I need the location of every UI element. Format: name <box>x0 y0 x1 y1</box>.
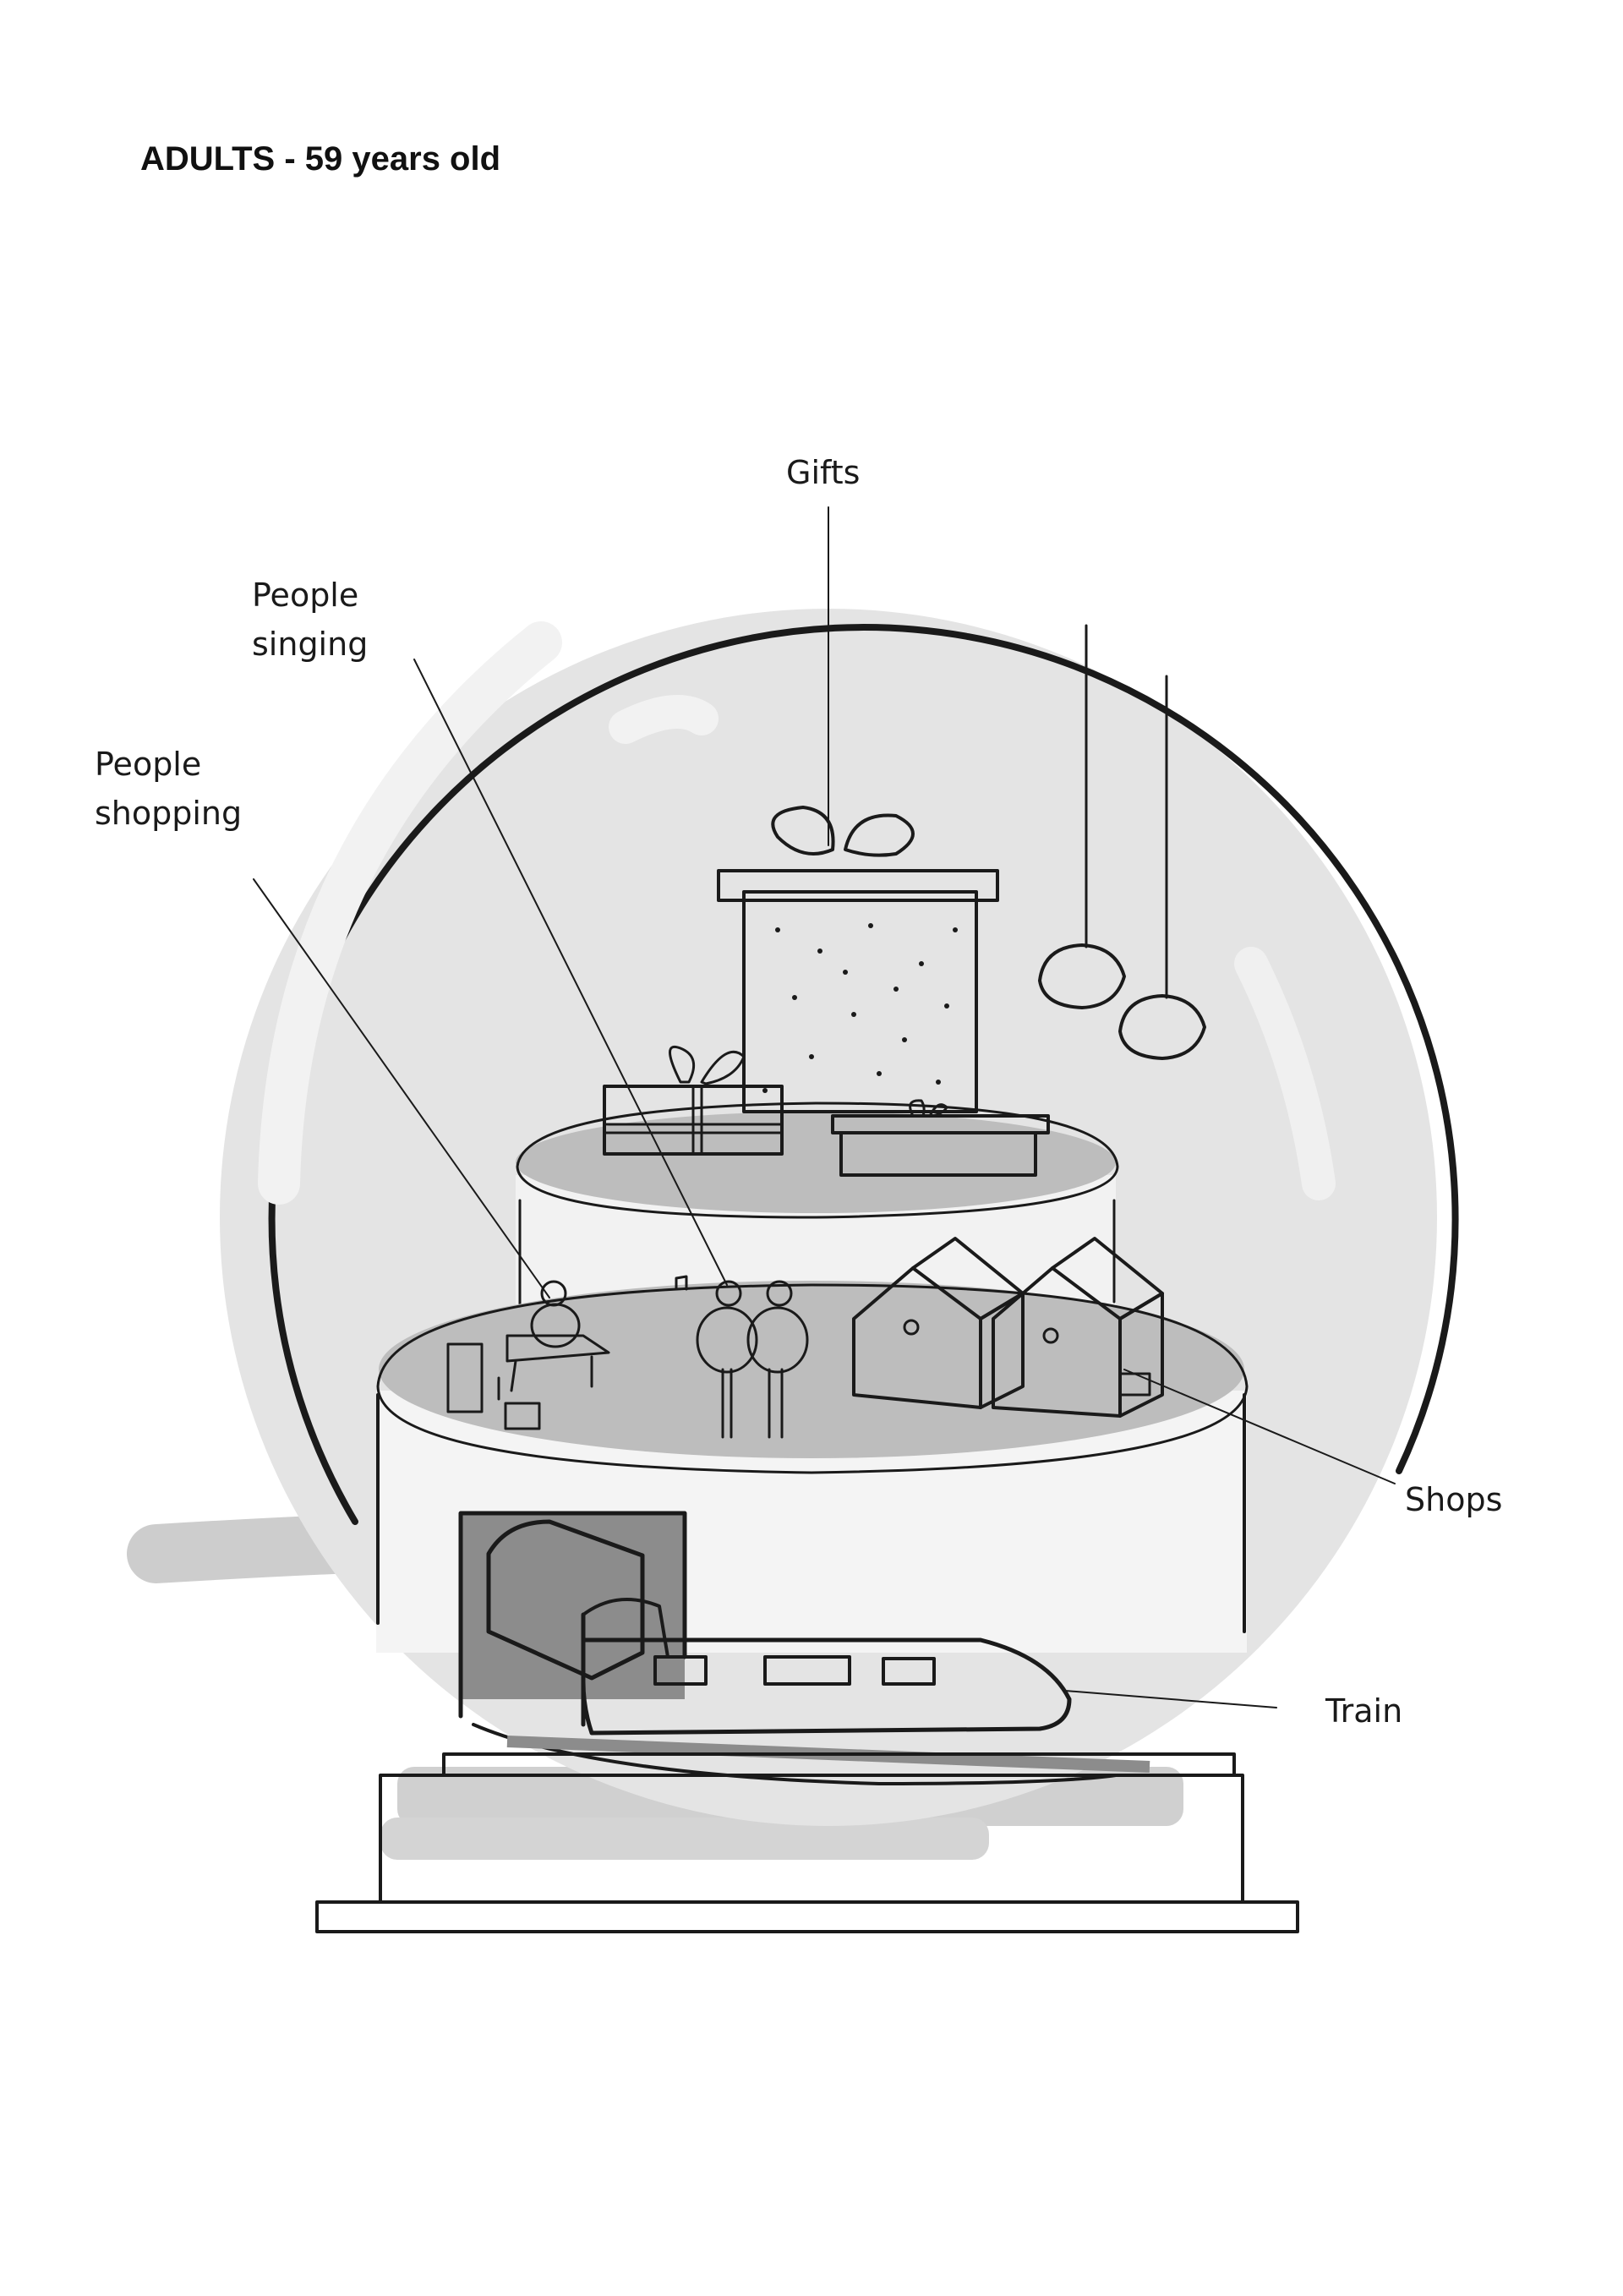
globe-pedestal <box>315 1752 1299 1933</box>
callout-leader-lines <box>253 506 1396 1708</box>
striped-gift <box>603 1046 784 1156</box>
people-shopping-label: People shopping <box>95 740 242 838</box>
flat-gift <box>831 1099 1050 1177</box>
people-singing-label: People singing <box>252 571 368 669</box>
gifts-label: Gifts <box>786 454 861 491</box>
market-shops <box>852 1237 1164 1418</box>
people-singing-figures <box>675 1275 809 1439</box>
page-title: ADULTS - 59 years old <box>140 140 501 178</box>
shops-label: Shops <box>1405 1481 1503 1518</box>
train <box>486 1519 1072 1736</box>
people-shopping-figures <box>446 1280 610 1430</box>
people-singing-label-line2: singing <box>252 626 369 663</box>
people-shopping-label-line2: shopping <box>95 795 243 832</box>
train-label: Train <box>1325 1692 1403 1730</box>
giant-gift <box>717 806 999 1113</box>
hanging-ornaments <box>1038 624 1206 1060</box>
people-shopping-label-line1: People <box>95 746 202 783</box>
people-singing-label-line1: People <box>252 577 359 614</box>
